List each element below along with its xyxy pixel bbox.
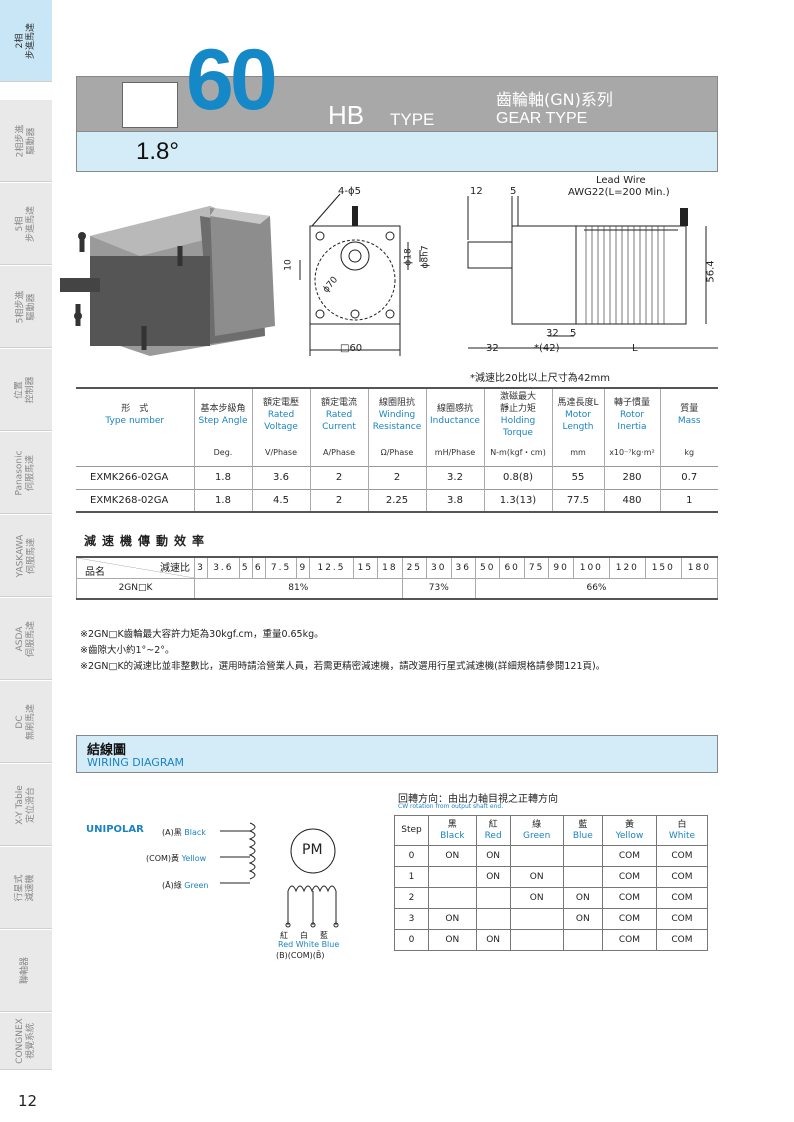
bottom-cn-labels: 紅白藍: [280, 931, 340, 940]
dim-42: *(42): [534, 343, 560, 354]
sidebar-tab-xy-table[interactable]: X-Y Table 定位滑台: [0, 764, 52, 846]
sidebar-tab-dc-brushless[interactable]: DC 無刷馬達: [0, 681, 52, 763]
dimension-note: *減速比20比以上尺寸為42mm: [470, 373, 610, 384]
sidebar-tab-2phase-motor[interactable]: 2相 步進馬達: [0, 0, 52, 82]
bottom-code-labels: (B)(COM)(B̄): [276, 951, 325, 960]
hb-label: HB: [328, 100, 365, 130]
unipolar-label: UNIPOLAR: [86, 824, 144, 835]
sidebar-nav: 2相 步進馬達 2相步進 驅動器 5相 步進馬達 5相步進 驅動器 位置 控制器…: [0, 0, 56, 1070]
dim-holes: 4-ϕ5: [338, 186, 361, 197]
wiring-diagram: [220, 822, 339, 928]
note-2: ※齒隙大小約1°~2°。: [80, 645, 175, 656]
motor-pm-label: PM: [302, 842, 323, 858]
ratio-corner-cell: 減速比 品名: [76, 556, 195, 579]
step-angle: 1.8°: [136, 138, 179, 165]
page-number: 12: [18, 1092, 38, 1110]
dim-dia18: ϕ18: [403, 248, 414, 266]
notes: ※2GN□K齒輪最大容許力矩為30kgf.cm，重量0.65kg。 ※齒隙大小約…: [80, 627, 605, 675]
sidebar-tab-5phase-driver[interactable]: 5相步進 驅動器: [0, 266, 52, 348]
side-view-drawing: [467, 196, 718, 349]
dim-5: 5: [510, 186, 517, 197]
sidebar-tab-5phase-motor[interactable]: 5相 步進馬達: [0, 183, 52, 265]
dim-12: 12: [470, 186, 483, 197]
sidebar-tab-coupling[interactable]: 聯軸器: [0, 930, 52, 1012]
motor-photo: [60, 206, 275, 356]
series-cn: 齒輪軸(GN)系列: [496, 90, 613, 109]
frame-size-title: 60: [186, 32, 278, 128]
note-3: ※2GN□K的減速比並非整數比，選用時請洽營業人員，若需更精密減速機，請改選用行…: [80, 661, 606, 672]
bottom-en-labels: Red White Blue: [278, 940, 340, 949]
dim-56-4: 56.4: [705, 260, 717, 283]
efficiency-row: 2GN□K 81% 73% 66%: [76, 577, 719, 600]
lead-com: (COM)黃 Yellow: [146, 854, 207, 863]
sidebar-tab-planetary[interactable]: 行星式 減速機: [0, 847, 52, 929]
title-square: [122, 82, 178, 128]
dim-L: L: [632, 343, 638, 354]
lead-a-bar: (Ā)綠 Green: [162, 881, 209, 890]
dim-5b: 5: [570, 328, 577, 339]
step-angle-banner: [76, 132, 718, 172]
dim-shaft: ϕ8h7: [420, 245, 431, 269]
rotation-direction-en: CW rotation from output shaft end.: [398, 803, 504, 810]
front-view-drawing: [299, 193, 421, 356]
sidebar-tab-position-controller[interactable]: 位置 控制器: [0, 349, 52, 431]
sidebar-tab-congnex[interactable]: CONGNEX 視覺系統: [0, 1013, 52, 1070]
sidebar-tab-panasonic[interactable]: Panasonic 伺服馬達: [0, 432, 52, 514]
lead-wire-spec: AWG22(L=200 Min.): [568, 187, 670, 198]
wiring-banner: 結線圖 WIRING DIAGRAM: [76, 735, 718, 773]
ratio-section-title: 減速機傳動效率: [84, 534, 211, 548]
dim-32b: 32: [486, 343, 499, 354]
dim-10: 10: [283, 259, 294, 271]
note-1: ※2GN□K齒輪最大容許力矩為30kgf.cm，重量0.65kg。: [80, 629, 324, 640]
lead-a: (A)黑 Black: [162, 828, 206, 837]
type-label: TYPE: [390, 110, 435, 129]
sidebar-tab-asda[interactable]: ASDA 伺服馬達: [0, 598, 52, 680]
sidebar-tab-2phase-driver[interactable]: 2相步進 驅動器: [0, 100, 52, 182]
sidebar-tab-yaskawa[interactable]: YASKAWA 伺服馬達: [0, 515, 52, 597]
dim-square: □60: [340, 343, 363, 354]
dim-32a: 32: [546, 328, 559, 339]
series-en: GEAR TYPE: [496, 110, 588, 127]
rotation-direction-cn: 回轉方向：由出力軸目視之正轉方向: [398, 794, 558, 805]
lead-wire-label: Lead Wire: [596, 175, 646, 186]
title-banner: [76, 76, 718, 132]
